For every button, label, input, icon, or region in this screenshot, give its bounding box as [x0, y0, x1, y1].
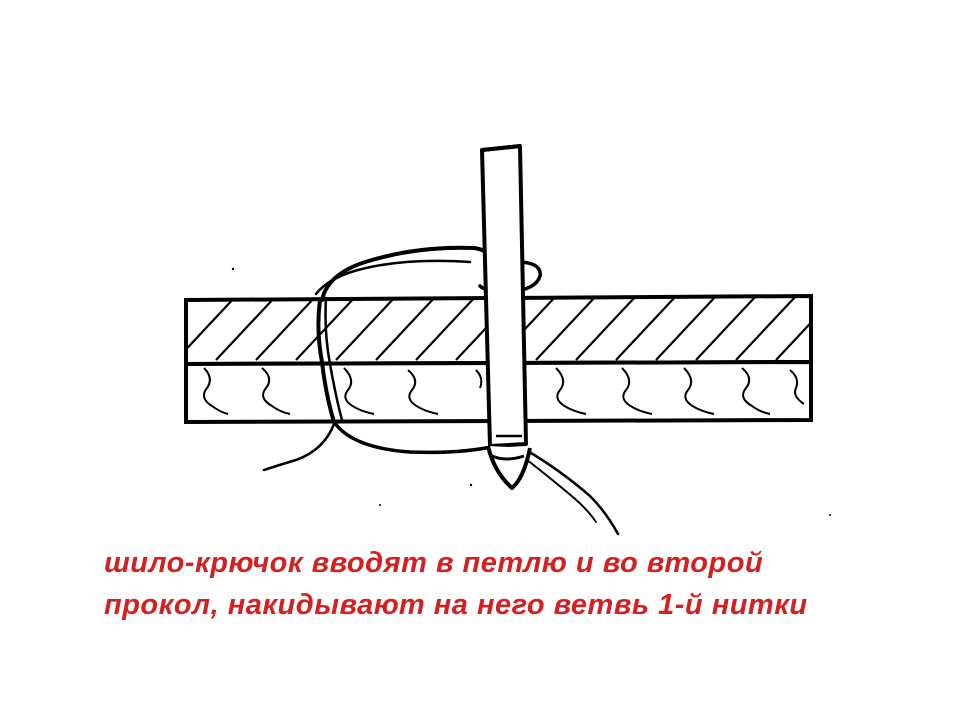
thread-lower-loop: [332, 420, 498, 455]
thread-through-layers-2: [324, 296, 344, 422]
thread-left-tail: [262, 422, 336, 472]
thread-loop-inner: [314, 259, 472, 296]
thread-right-tail: [524, 448, 620, 536]
awl-hook: [480, 144, 532, 490]
awl-shaft: [480, 144, 528, 448]
awl-hook-tip: [486, 445, 532, 490]
wood-grain: [202, 367, 805, 415]
caption-line-2: прокол, накидывают на него ветвь 1-й нит…: [104, 589, 808, 621]
thread-right-tail-2: [521, 455, 597, 523]
diagram-caption: шило-крючок вводят в петлю и во второй п…: [104, 542, 924, 626]
caption-line-1: шило-крючок вводят в петлю и во второй: [104, 547, 764, 579]
specks: [231, 267, 831, 516]
thread-through-layers: [316, 298, 336, 424]
